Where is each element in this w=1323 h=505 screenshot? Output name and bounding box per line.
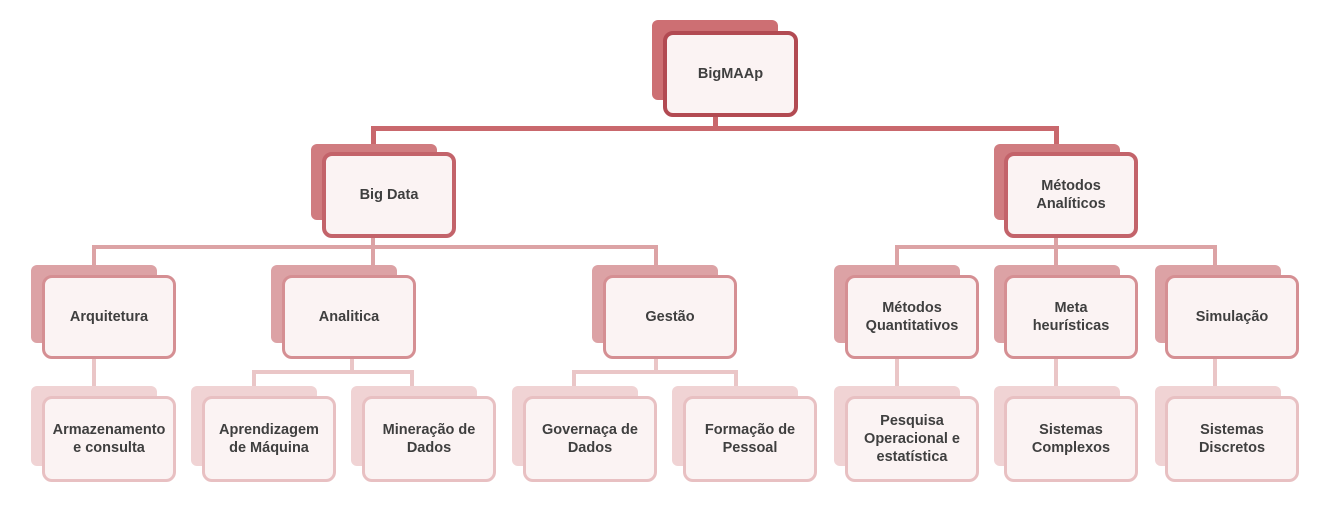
connector-bigdata-bar — [92, 245, 658, 249]
connector-gestao-drop — [654, 245, 658, 275]
connector-analitica-bar — [252, 370, 414, 374]
connector-level1-bar — [371, 126, 1059, 131]
connector-quantitativos-leaf — [895, 358, 899, 386]
connector-meta-leaf — [1054, 358, 1058, 386]
node-card-sistemas-complexos: Sistemas Complexos — [1004, 396, 1138, 482]
connector-arquitetura-leaf — [92, 358, 96, 386]
node-card-mineracao: Mineração de Dados — [362, 396, 496, 482]
node-card-gestao: Gestão — [603, 275, 737, 359]
connector-bigdata-drop — [371, 126, 376, 154]
connector-quantitativos-drop — [895, 245, 899, 275]
connector-simulacao-drop — [1213, 245, 1217, 275]
connector-formacao-drop — [734, 370, 738, 386]
connector-root-stem — [713, 116, 718, 128]
connector-analitica-drop — [371, 245, 375, 275]
connector-simulacao-leaf — [1213, 358, 1217, 386]
node-card-armazenamento: Armazenamento e consulta — [42, 396, 176, 482]
node-card-arquitetura: Arquitetura — [42, 275, 176, 359]
node-card-aprendizagem: Aprendizagem de Máquina — [202, 396, 336, 482]
node-card-analitica: Analitica — [282, 275, 416, 359]
node-card-formacao: Formação de Pessoal — [683, 396, 817, 482]
connector-bigdata-stem — [371, 237, 375, 249]
node-card-big-data: Big Data — [322, 152, 456, 238]
connector-analitica-stem — [350, 358, 354, 372]
node-card-pesquisa-operacional: Pesquisa Operacional e estatística — [845, 396, 979, 482]
node-card-governaca: Governaça de Dados — [523, 396, 657, 482]
node-card-sistemas-discretos: Sistemas Discretos — [1165, 396, 1299, 482]
connector-arquitetura-drop — [92, 245, 96, 275]
connector-metodos-stem — [1054, 237, 1058, 249]
node-card-meta-heuristicas: Meta heurísticas — [1004, 275, 1138, 359]
connector-gestao-stem — [654, 358, 658, 372]
connector-metodos-drop — [1054, 126, 1059, 154]
node-card-simulacao: Simulação — [1165, 275, 1299, 359]
node-card-root: BigMAAp — [663, 31, 798, 117]
node-card-metodos-quantitativos: Métodos Quantitativos — [845, 275, 979, 359]
connector-meta-drop — [1054, 245, 1058, 275]
node-card-metodos-analiticos: Métodos Analíticos — [1004, 152, 1138, 238]
connector-aprendizagem-drop — [252, 370, 256, 386]
connector-governaca-drop — [572, 370, 576, 386]
connector-mineracao-drop — [410, 370, 414, 386]
connector-gestao-bar — [572, 370, 738, 374]
